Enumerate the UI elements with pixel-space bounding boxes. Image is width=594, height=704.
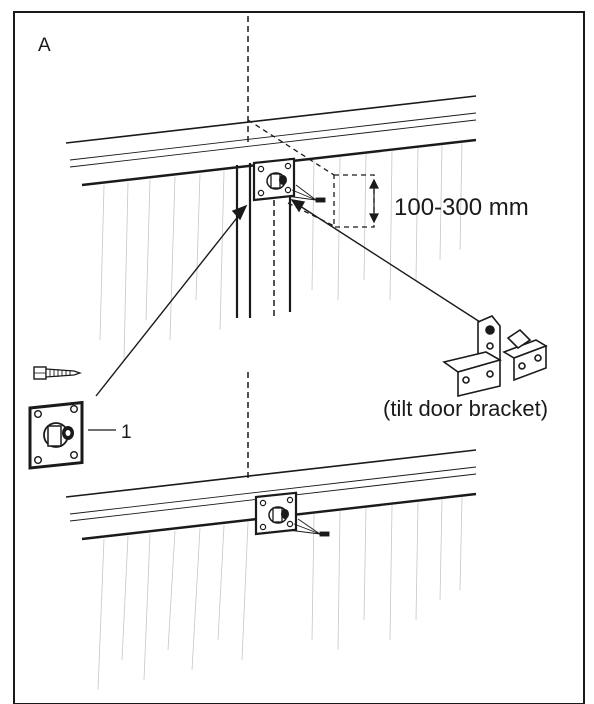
top-screw-leaders	[285, 184, 326, 203]
panel-letter: A	[38, 35, 51, 56]
dimension-label: 100-300 mm	[394, 194, 529, 221]
panel-border	[13, 11, 585, 704]
screw-icon	[33, 366, 82, 380]
bottom-door-panel-lines	[97, 496, 463, 691]
top-door-panel-lines	[99, 142, 463, 361]
arrow-icon	[95, 199, 481, 397]
callout-number: 1	[121, 422, 132, 443]
bracket-plate-icon	[28, 400, 84, 470]
tilt-door-bracket-label: (tilt door bracket)	[383, 396, 549, 421]
dimension-arrow	[369, 178, 379, 224]
top-bracket-plate	[252, 157, 296, 202]
tilt-door-bracket-icon	[442, 315, 548, 398]
dimension-projection-lines	[247, 119, 335, 227]
bottom-screw-leaders	[287, 518, 330, 537]
bottom-bracket-plate	[254, 491, 298, 536]
